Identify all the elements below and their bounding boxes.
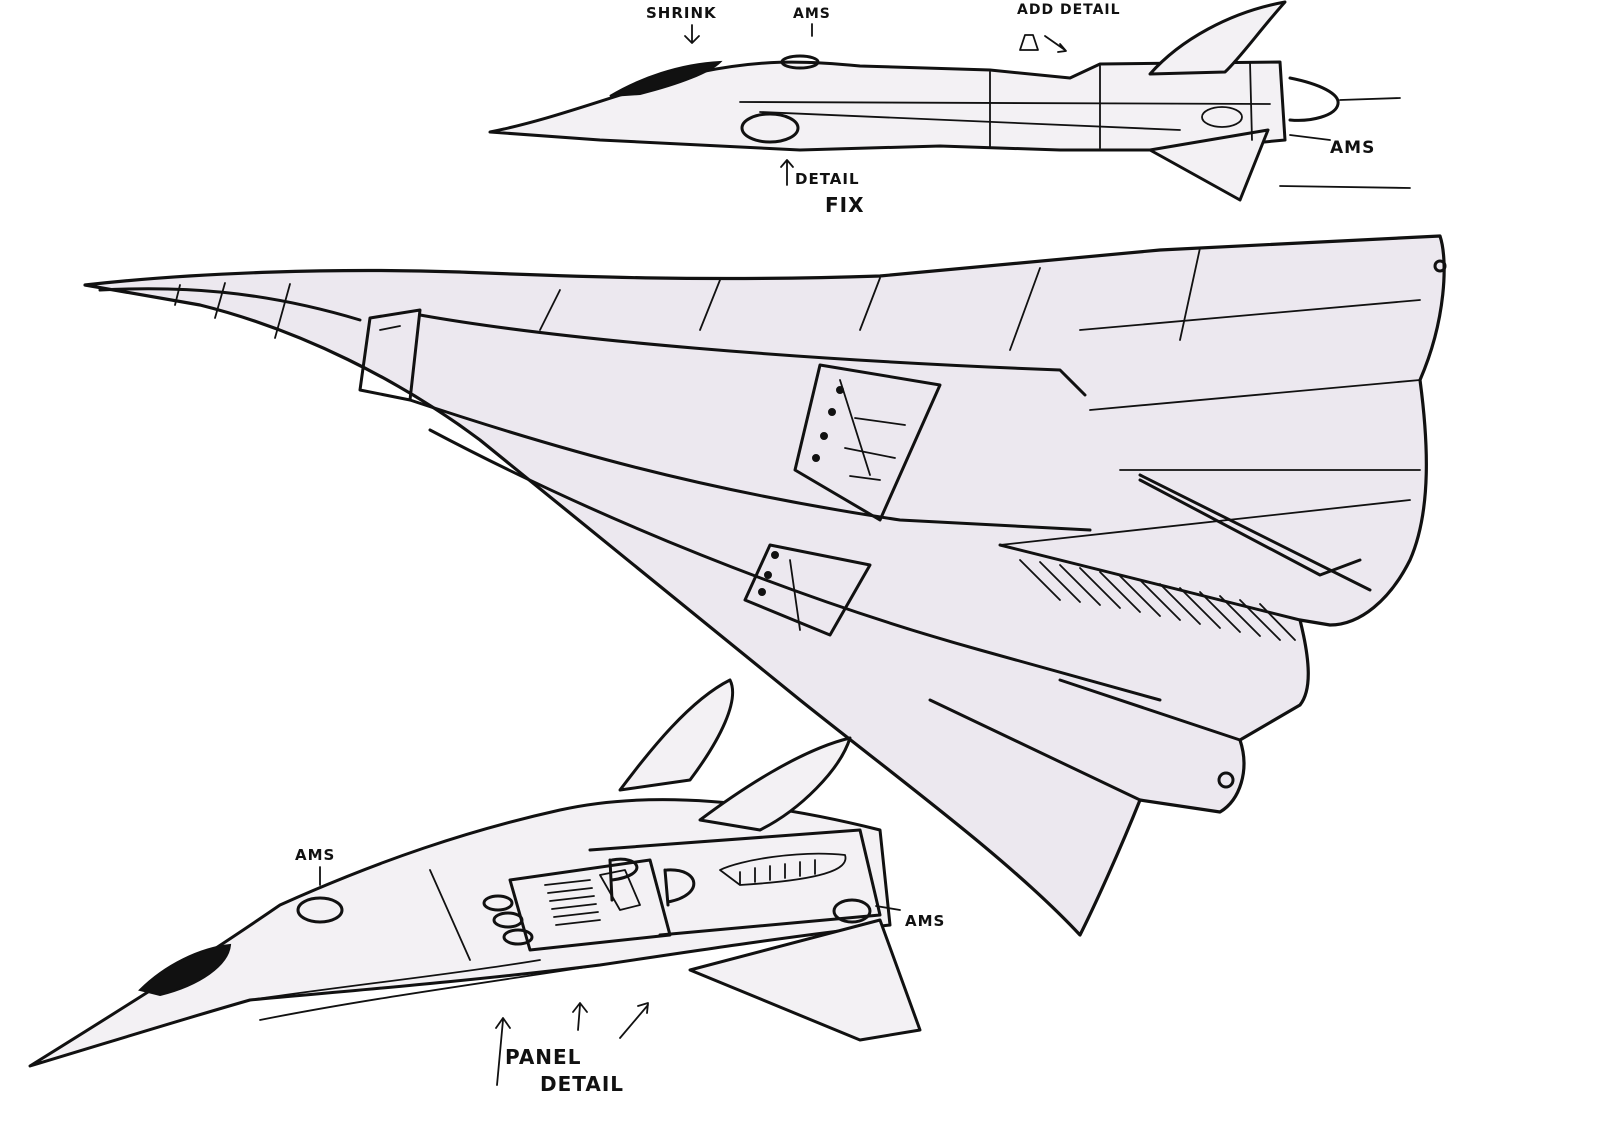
three-quarter-view-aircraft — [28, 678, 922, 1086]
top-view-aircraft — [83, 234, 1447, 937]
annotation-ams-bottom-left: AMS — [295, 846, 336, 864]
annotation-panel-detail-line1: PANEL — [505, 1045, 582, 1069]
annotation-add-detail: ADD DETAIL — [1017, 2, 1121, 18]
annotation-ams-bottom-right: AMS — [905, 912, 946, 930]
annotation-detail-fix-line1: DETAIL — [795, 170, 860, 188]
annotation-shrink: SHRINK — [646, 4, 717, 22]
annotation-ams-top: AMS — [793, 6, 831, 22]
side-view-aircraft — [488, 0, 1411, 202]
annotation-detail-fix-line2: FIX — [825, 193, 865, 217]
annotation-panel-detail-line2: DETAIL — [540, 1072, 625, 1096]
annotation-ams-side-right: AMS — [1330, 138, 1376, 158]
